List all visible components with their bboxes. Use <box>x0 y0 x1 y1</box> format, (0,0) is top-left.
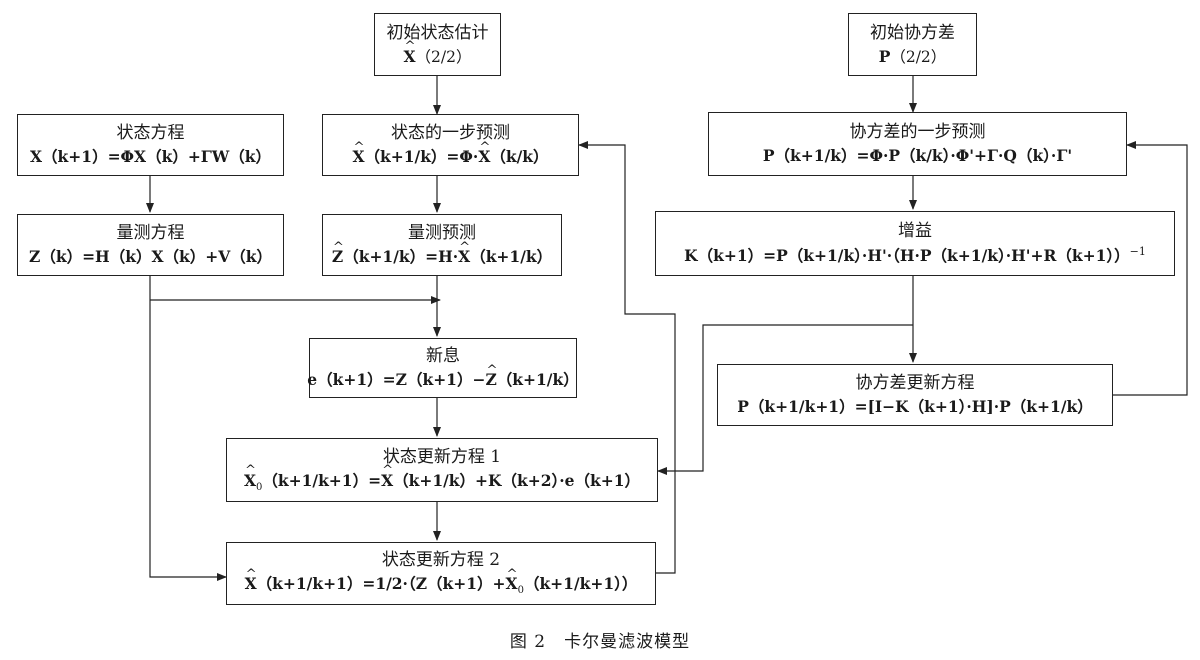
initial-covariance-box: 初始协方差 P（2/2） <box>848 13 977 76</box>
arrow-feedback-state-update2-to-prediction <box>578 141 676 574</box>
box-equation: Z（k）=H（k）X（k）+V（k） <box>29 247 272 267</box>
figure-caption: 图 2 卡尔曼滤波模型 <box>509 632 691 652</box>
innovation-box: 新息 e（k+1）=Z（k+1）−Z（k+1/k） <box>307 338 579 398</box>
box-equation: P（k+1/k+1）=[I−K（k+1）·H]·P（k+1/k） <box>737 397 1093 417</box>
box-title: 状态的一步预测 <box>391 123 510 144</box>
box-equation: X（k+1）=ΦX（k）+ΓW（k） <box>30 147 271 167</box>
box-equation: X（2/2） <box>404 37 472 68</box>
state-update-2-box: 状态更新方程 2 X（k+1/k+1）=1/2·（Z（k+1）+X0（k+1/k… <box>226 542 656 605</box>
measurement-equation-box: 量测方程 Z（k）=H（k）X（k）+V（k） <box>17 214 284 276</box>
box-equation: e（k+1）=Z（k+1）−Z（k+1/k） <box>307 361 578 391</box>
measurement-prediction-box: 量测预测 Z（k+1/k）=H·X（k+1/k） <box>322 214 562 276</box>
box-equation: Z（k+1/k）=H·X（k+1/k） <box>332 238 552 268</box>
box-title: 增益 <box>898 221 932 242</box>
covariance-update-box: 协方差更新方程 P（k+1/k+1）=[I−K（k+1）·H]·P（k+1/k） <box>717 364 1113 426</box>
state-update-1-box: 状态更新方程 1 X0（k+1/k+1）=X（k+1/k）+K（k+2）·e（k… <box>226 438 658 502</box>
gain-box: 增益 K（k+1）=P（k+1/k）·H'·（H·P（k+1/k）·H'+R（k… <box>655 211 1175 276</box>
box-title: 初始状态估计 <box>386 22 489 43</box>
box-title: 初始协方差 <box>870 22 955 43</box>
box-title: 新息 <box>426 346 460 367</box>
box-equation: X0（k+1/k+1）=X（k+1/k）+K（k+2）·e（k+1） <box>244 461 640 496</box>
initial-state-estimate-box: 初始状态估计 X（2/2） <box>374 13 501 76</box>
arrow-meas-eq-to-state-update2 <box>149 276 227 581</box>
box-equation: X（k+1/k）=Φ·X（k/k） <box>352 138 548 168</box>
box-title: 状态更新方程 1 <box>382 446 502 467</box>
box-equation: P（2/2） <box>878 46 947 66</box>
box-title: 协方差更新方程 <box>855 373 975 394</box>
arrow-gain-to-state-update1 <box>657 324 913 475</box>
box-equation: K（k+1）=P（k+1/k）·H'·（H·P（k+1/k）·H'+R（k+1）… <box>684 245 1146 266</box>
box-title: 量测方程 <box>116 223 185 244</box>
box-equation: X（k+1/k+1）=1/2·（Z（k+1）+X0（k+1/k+1）） <box>245 565 638 599</box>
box-title: 状态方程 <box>116 123 185 144</box>
state-prediction-box: 状态的一步预测 X（k+1/k）=Φ·X（k/k） <box>322 114 579 176</box>
state-equation-box: 状态方程 X（k+1）=ΦX（k）+ΓW（k） <box>17 114 284 176</box>
covariance-prediction-box: 协方差的一步预测 P（k+1/k）=Φ·P（k/k）·Φ'+Γ·Q（k）·Γ' <box>708 112 1127 176</box>
arrow-feedback-cov-update-to-cov-prediction <box>1113 141 1188 396</box>
box-title: 状态更新方程 2 <box>381 550 501 571</box>
box-equation: P（k+1/k）=Φ·P（k/k）·Φ'+Γ·Q（k）·Γ' <box>762 146 1073 166</box>
box-title: 协方差的一步预测 <box>849 122 986 143</box>
